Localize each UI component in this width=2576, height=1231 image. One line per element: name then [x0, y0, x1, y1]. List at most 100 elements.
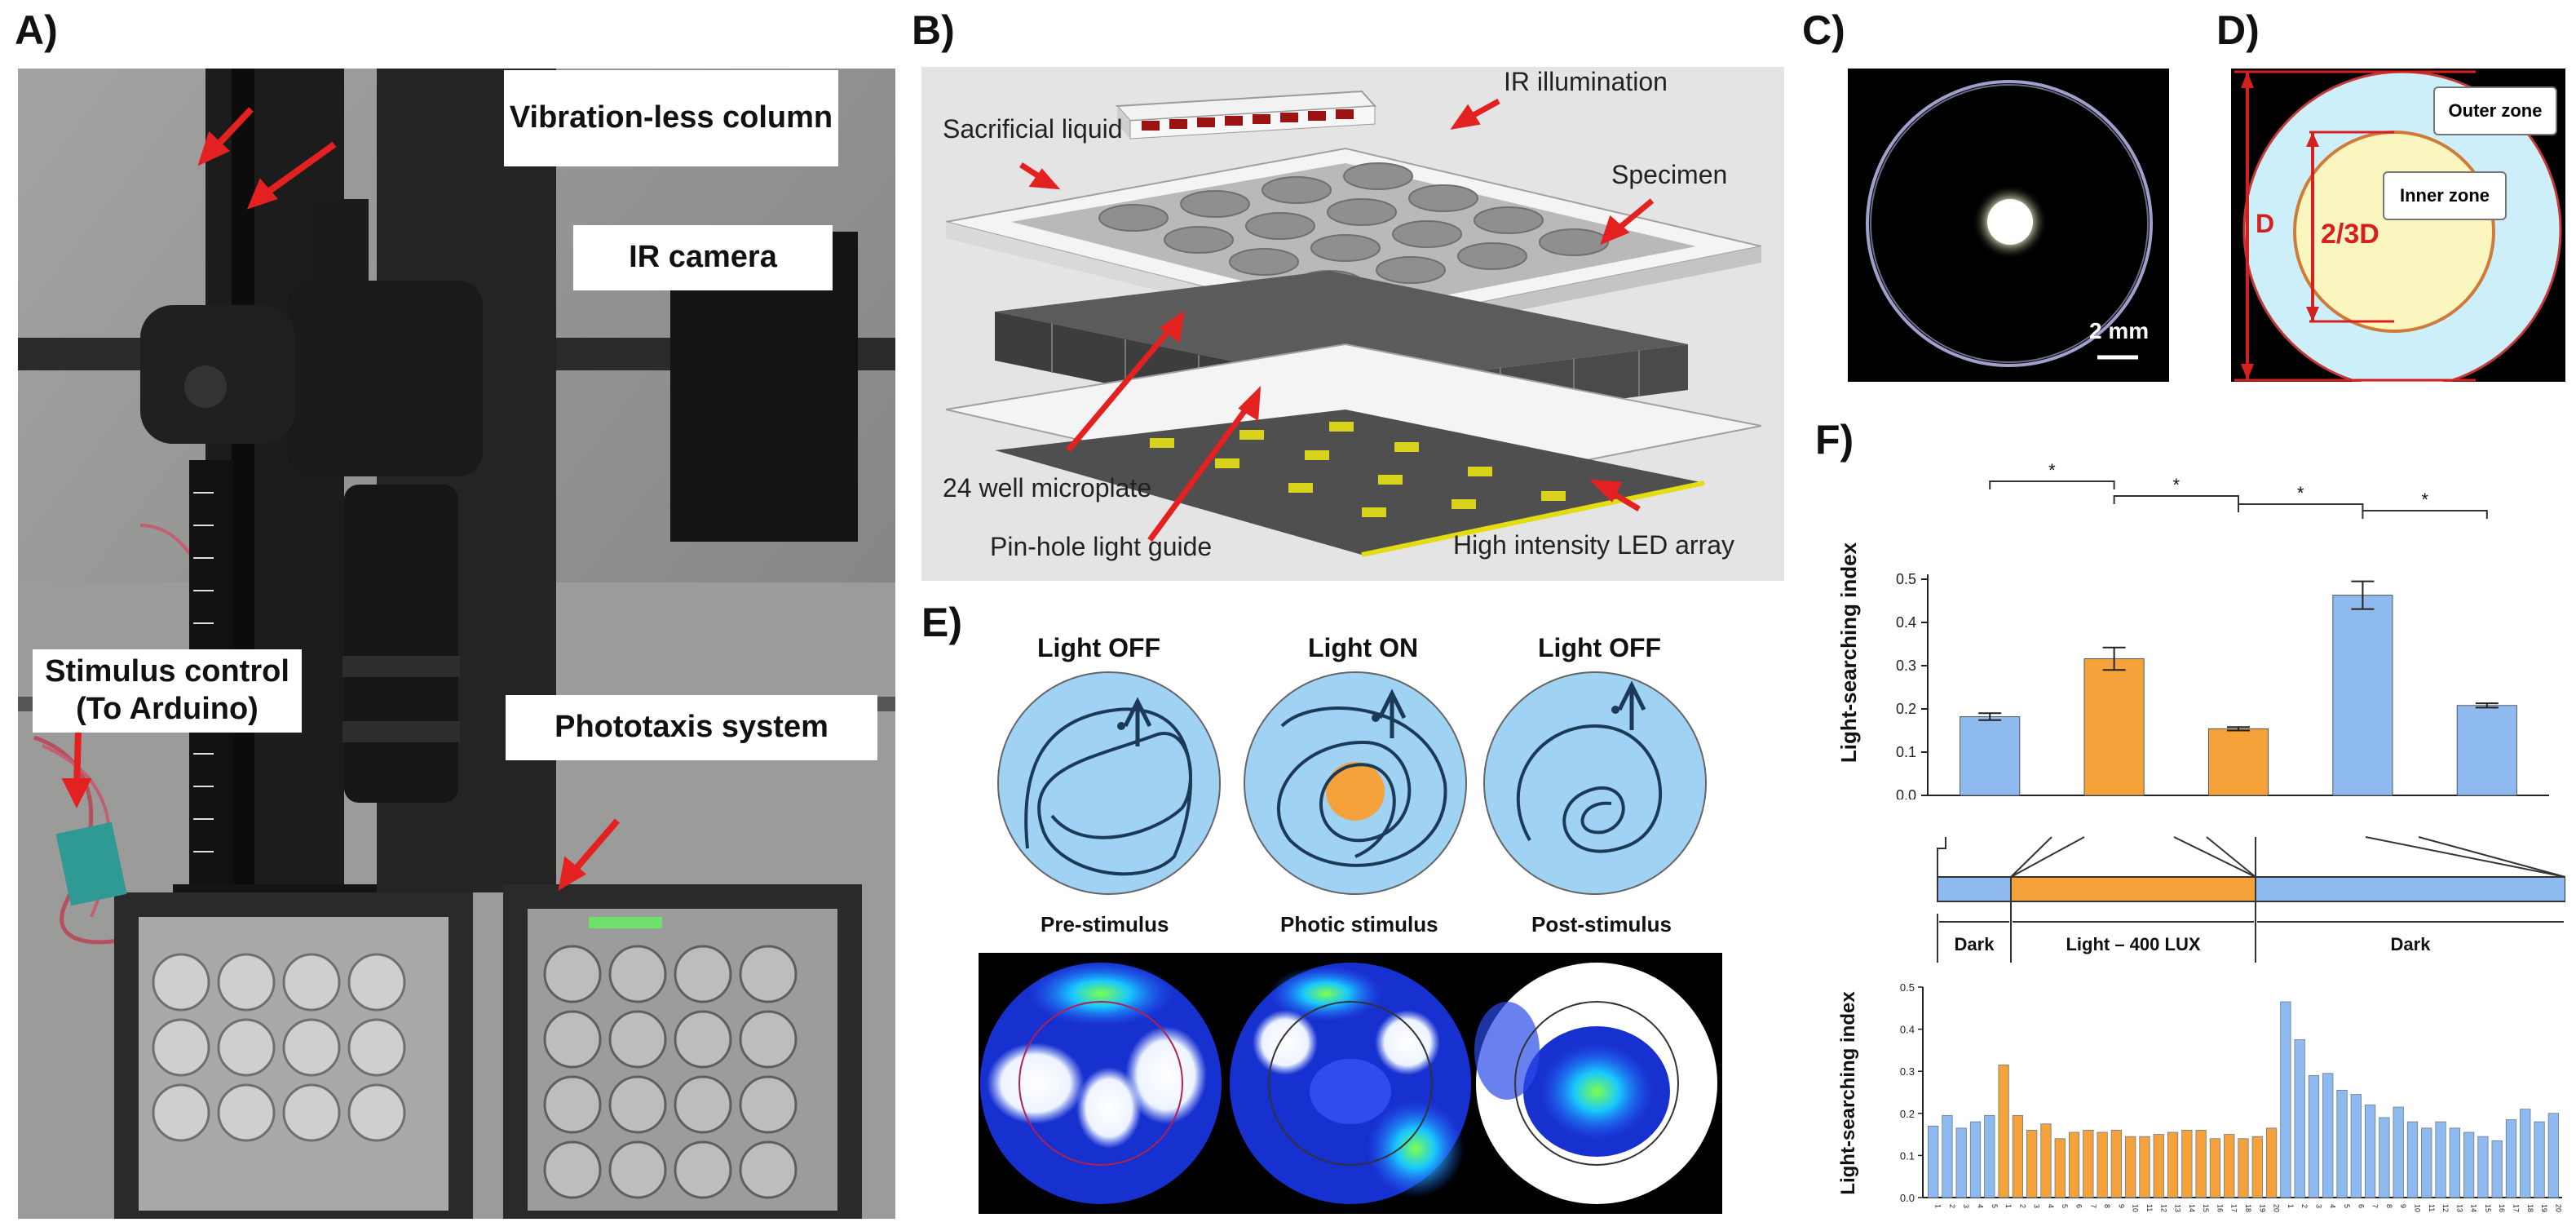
y-tick-label: 0.1: [1900, 1149, 1915, 1162]
x-tick-label: 13: [2455, 1204, 2463, 1212]
timecourse-bar: [2224, 1134, 2235, 1198]
stimulus-phase-title-1: Light OFF: [1037, 633, 1161, 662]
timeline-dark-2-label: Dark: [2391, 934, 2432, 954]
x-tick-label: 4: [1977, 1204, 1985, 1208]
timecourse-bar: [2477, 1136, 2489, 1198]
x-tick-label: 4: [2047, 1204, 2055, 1208]
panel-c-letter: C): [1802, 7, 1845, 53]
x-tick-label: 12: [2159, 1204, 2167, 1212]
timecourse-bar: [1969, 1121, 1982, 1198]
well-photo-drawing: [1866, 80, 2153, 367]
x-tick-label: 18: [2244, 1204, 2252, 1212]
y-tick-label: 0.3: [1900, 1065, 1915, 1078]
timeline-dark-1-label: Dark: [1955, 934, 1995, 954]
exploded-device-diagram: IR illumination Sacrificial liquid Speci…: [921, 67, 1784, 581]
trajectory-pre-stimulus: [997, 671, 1221, 895]
light-spot: [1326, 762, 1385, 821]
timecourse-bar: [1942, 1114, 1953, 1198]
x-tick-label: 7: [2089, 1204, 2097, 1208]
timecourse-bar: [2364, 1105, 2376, 1198]
panel-b-letter: B): [912, 7, 955, 53]
sacrificial-liquid-label: Sacrificial liquid: [943, 114, 1123, 144]
x-tick-label: 8: [2385, 1204, 2393, 1208]
significance-bracket: [2362, 510, 2488, 519]
timecourse-bar: [2534, 1121, 2545, 1198]
stimulus-control-label: Stimulus control (To Arduino): [33, 649, 302, 733]
stimulus-timeline: Dark Light – 400 LUX Dark: [1937, 836, 2565, 963]
panel-e-letter: E): [921, 600, 962, 645]
two-thirds-diameter-label: 2/3D: [2321, 219, 2379, 250]
x-tick-label: 8: [2103, 1204, 2111, 1208]
timecourse-bar: [2068, 1131, 2080, 1198]
timecourse-bar: [2505, 1119, 2517, 1198]
timecourse-bar: [2520, 1109, 2531, 1198]
timecourse-bar: [2421, 1127, 2432, 1198]
trajectory-post-stimulus: [1483, 671, 1707, 895]
heatmap-photic-stimulus: [1230, 963, 1471, 1204]
timecourse-bar: [2308, 1074, 2320, 1198]
y-tick-label: 0.2: [1900, 1108, 1915, 1120]
timecourse-bar: [2379, 1117, 2390, 1198]
bar-s: [2083, 658, 2145, 796]
y-tick-label: 0.2: [1896, 701, 1916, 717]
x-tick-label: 1: [1934, 1204, 1942, 1208]
timecourse-bar: [2153, 1134, 2164, 1198]
x-tick-label: 16: [2498, 1204, 2506, 1212]
zone-diagram: Outer zone Inner zone D 2/3D: [2231, 69, 2565, 390]
x-tick-label: 7: [2371, 1204, 2379, 1208]
x-tick-label: 15: [2484, 1204, 2492, 1212]
x-tick-label: 2: [1948, 1204, 1956, 1208]
timecourse-bar: [2435, 1121, 2446, 1198]
x-tick-label: 9: [2399, 1204, 2407, 1208]
x-tick-label: 17: [2512, 1204, 2520, 1212]
stimulus-phase-title-2: Light ON: [1308, 633, 1419, 662]
x-tick-label: 19: [2258, 1204, 2266, 1212]
x-tick-label: 3: [2033, 1204, 2041, 1208]
led-array-label: High intensity LED array: [1453, 530, 1735, 560]
significance-star: *: [2048, 460, 2056, 480]
microplate-label: 24 well microplate: [943, 473, 1152, 503]
y-tick-label: 0.0: [1900, 1192, 1915, 1204]
timecourse-bar: [2181, 1130, 2193, 1198]
timecourse-bar: [1928, 1125, 1939, 1198]
heatmap-pre-stimulus: [980, 961, 1222, 1204]
y-tick-label: 0.3: [1896, 658, 1916, 674]
heatmap-strip: [979, 953, 1722, 1214]
x-tick-label: 5: [2061, 1204, 2069, 1208]
significance-bracket: [1989, 480, 2115, 489]
stimulus-phase-title-3: Light OFF: [1538, 633, 1662, 662]
bar-l: [2207, 728, 2269, 796]
x-tick-label: 12: [2441, 1204, 2450, 1212]
timecourse-bar: [2393, 1106, 2404, 1198]
timecourse-bar: [2280, 1001, 2291, 1198]
x-tick-label: 17: [2230, 1204, 2238, 1212]
x-tick-label: 6: [2075, 1204, 2083, 1208]
chart-bottom-ylabel: Light-searching index: [1837, 991, 1859, 1195]
timecourse-bar: [2350, 1094, 2362, 1198]
timecourse-bar: [1984, 1114, 1995, 1198]
timecourse-bar: [2167, 1131, 2179, 1198]
timeline-projection-lines: [1937, 836, 2565, 878]
panel-d-letter: D): [2216, 7, 2260, 53]
significance-bracket: [2113, 495, 2239, 504]
x-tick-label: 14: [2470, 1204, 2478, 1212]
timecourse-bar: [2040, 1123, 2052, 1198]
timecourse-bar: [2054, 1138, 2066, 1198]
y-tick-label: 0.4: [1896, 614, 1916, 631]
timecourse-bar: [2294, 1039, 2305, 1198]
x-tick-label: 5: [1991, 1204, 1999, 1208]
timecourse-bar: [2265, 1127, 2278, 1198]
timecourse-bar: [2012, 1114, 2024, 1198]
timecourse-bar: [2026, 1130, 2038, 1198]
timecourse-bar: [2110, 1130, 2123, 1198]
x-tick-label: 1: [2287, 1204, 2295, 1208]
x-tick-label: 6: [2357, 1204, 2365, 1208]
device-layers: [945, 90, 1762, 557]
inner-zone-label: Inner zone: [2383, 171, 2507, 220]
panel-f-letter: F): [1815, 417, 1854, 463]
significance-star: *: [2297, 483, 2304, 503]
x-tick-label: 10: [2413, 1204, 2421, 1212]
heatmap-drawing: [980, 961, 1717, 1204]
light-searching-index-summary-chart: Light-searching index 0.00.10.20.30.40.5…: [1836, 460, 2549, 799]
timecourse-bar: [2209, 1138, 2221, 1198]
